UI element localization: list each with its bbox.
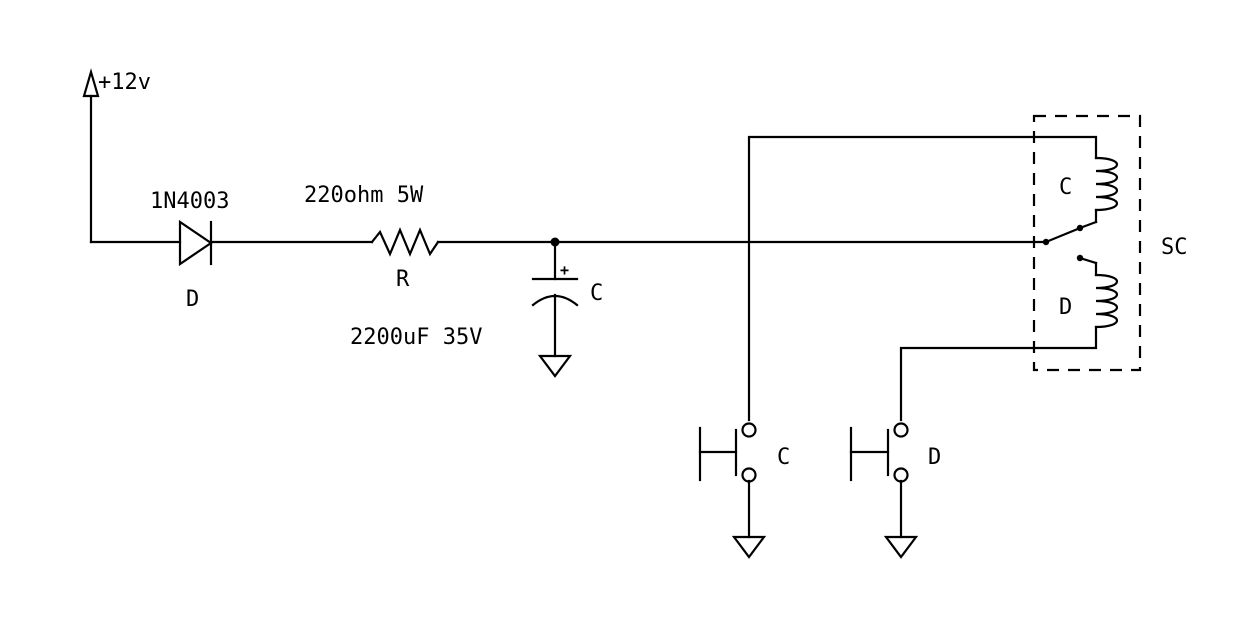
diode-ref-label: D bbox=[186, 287, 199, 312]
push-button-c: C bbox=[698, 422, 790, 559]
relay-upper-coil-label: C bbox=[1059, 175, 1072, 200]
relay-switch-arm bbox=[1044, 226, 1082, 244]
cap-ground-icon bbox=[537, 354, 573, 378]
resistor-zigzag-icon bbox=[370, 227, 440, 257]
button-d-bottom-pin bbox=[893, 467, 909, 483]
relay-ref-label: SC bbox=[1161, 235, 1188, 260]
button-d-label: D bbox=[928, 445, 941, 470]
relay-lower-coil-label: D bbox=[1059, 295, 1072, 320]
supply-label: +12v bbox=[98, 70, 151, 95]
capacitor: + C 2200uF 35V bbox=[350, 240, 603, 378]
resistor-value-label: 220ohm 5W bbox=[304, 183, 424, 208]
diode-part-label: 1N4003 bbox=[150, 189, 229, 214]
push-button-d: D bbox=[849, 422, 941, 559]
relay: C D SC bbox=[1032, 114, 1188, 372]
button-d-ground-icon bbox=[883, 535, 919, 559]
button-c-ground-icon bbox=[731, 535, 767, 559]
cap-polarity-label: + bbox=[560, 261, 569, 279]
relay-upper-coil-icon bbox=[1094, 156, 1118, 212]
relay-lower-contact-lead bbox=[1078, 256, 1098, 265]
button-c-top-pin bbox=[741, 422, 757, 438]
diode-symbol-icon bbox=[178, 219, 213, 267]
relay-lower-coil-icon bbox=[1094, 273, 1118, 329]
relay-enclosure bbox=[1032, 114, 1142, 372]
resistor-ref-label: R bbox=[396, 267, 410, 292]
diode: 1N4003 D bbox=[150, 189, 229, 312]
button-c-return-wire bbox=[747, 135, 1098, 422]
button-d-top-pin bbox=[893, 422, 909, 438]
cap-value-label: 2200uF 35V bbox=[350, 325, 482, 350]
relay-to-button-d-wire bbox=[899, 325, 1098, 422]
resistor: 220ohm 5W R bbox=[304, 183, 440, 292]
supply-arrow-icon bbox=[82, 68, 100, 98]
button-c-bottom-pin bbox=[741, 467, 757, 483]
button-c-label: C bbox=[777, 445, 790, 470]
supply-terminal: +12v bbox=[82, 68, 182, 244]
cap-ref-label: C bbox=[590, 281, 603, 306]
